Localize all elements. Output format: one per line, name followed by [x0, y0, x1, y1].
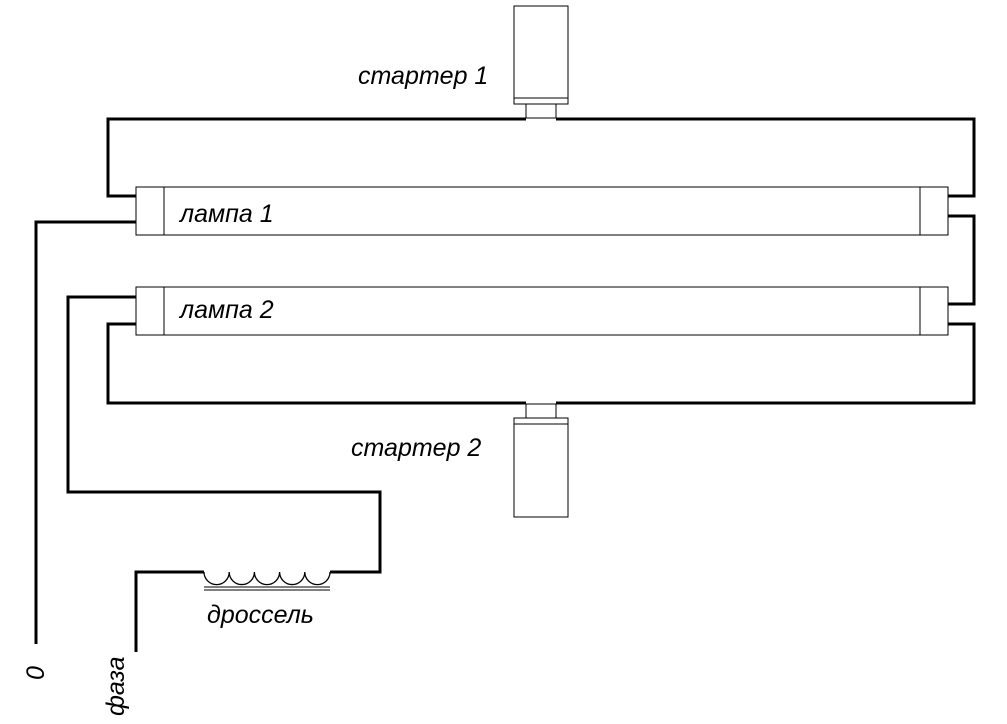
choke-label: дроссель [207, 601, 314, 629]
phase-label: фаза [102, 656, 130, 716]
starter-1-wire [106, 117, 526, 198]
starter-2 [513, 403, 569, 518]
lamp-1-label: лампа 1 [178, 200, 274, 228]
lamp-2-choke-wire [66, 295, 382, 574]
lamp-bridge-wire [948, 214, 976, 306]
starter-1-label: стартер 1 [358, 62, 488, 90]
neutral-wire [34, 220, 136, 644]
starter-2-pin [525, 403, 557, 419]
starter-1-pin [525, 103, 557, 119]
starter-2-body [513, 417, 569, 518]
starter-2-label: стартер 2 [351, 434, 481, 462]
starter-1 [513, 5, 569, 119]
neutral-label: 0 [22, 666, 50, 680]
lamp-2-label: лампа 2 [178, 296, 274, 324]
lamp-1 [135, 186, 949, 236]
lamp-2-tube [135, 286, 949, 336]
lamp-2 [135, 286, 949, 336]
starter-2-wire [106, 322, 526, 405]
choke [203, 571, 331, 591]
choke-coil [203, 571, 331, 586]
phase-wire [134, 570, 204, 652]
lamp-1-tube [135, 186, 949, 236]
starter-2-wire-right [556, 322, 976, 405]
starter-1-wire-right [556, 117, 976, 198]
starter-1-body [513, 5, 569, 105]
